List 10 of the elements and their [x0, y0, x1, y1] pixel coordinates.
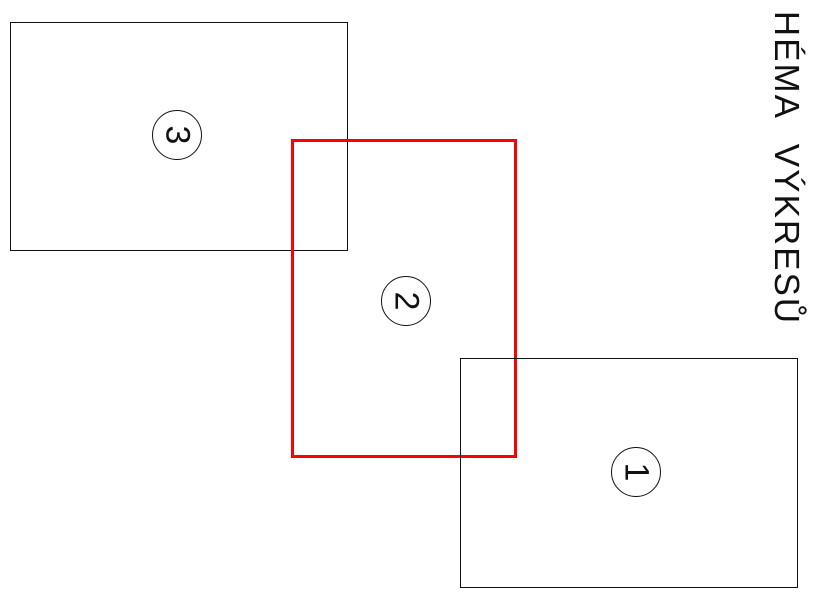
drawing-sheet-frame: [291, 139, 517, 458]
callout-circle: [611, 447, 661, 497]
diagram-title: HÉMA VÝKRESŮ: [766, 10, 806, 326]
callout-number: 1: [619, 462, 653, 482]
callout-number: 2: [389, 292, 423, 310]
callout-circle: [152, 110, 202, 160]
callout-number: 3: [160, 126, 194, 144]
callout-circle: [381, 276, 431, 326]
drawing-sheet-frame: [10, 22, 348, 251]
drawing-sheet-frame: [460, 358, 798, 588]
